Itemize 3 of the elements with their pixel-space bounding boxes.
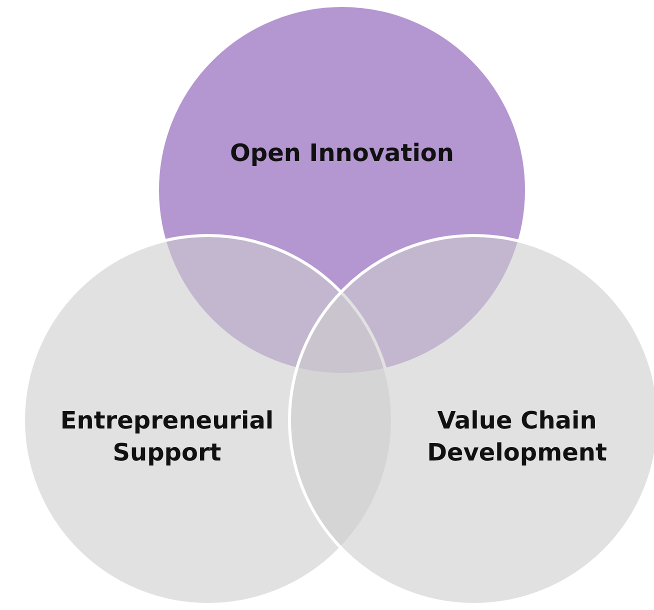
circle-label: Open Innovation: [228, 138, 455, 169]
circle-label: Entrepreneurial Support: [59, 406, 275, 469]
circle-label: Value Chain Development: [426, 406, 608, 469]
